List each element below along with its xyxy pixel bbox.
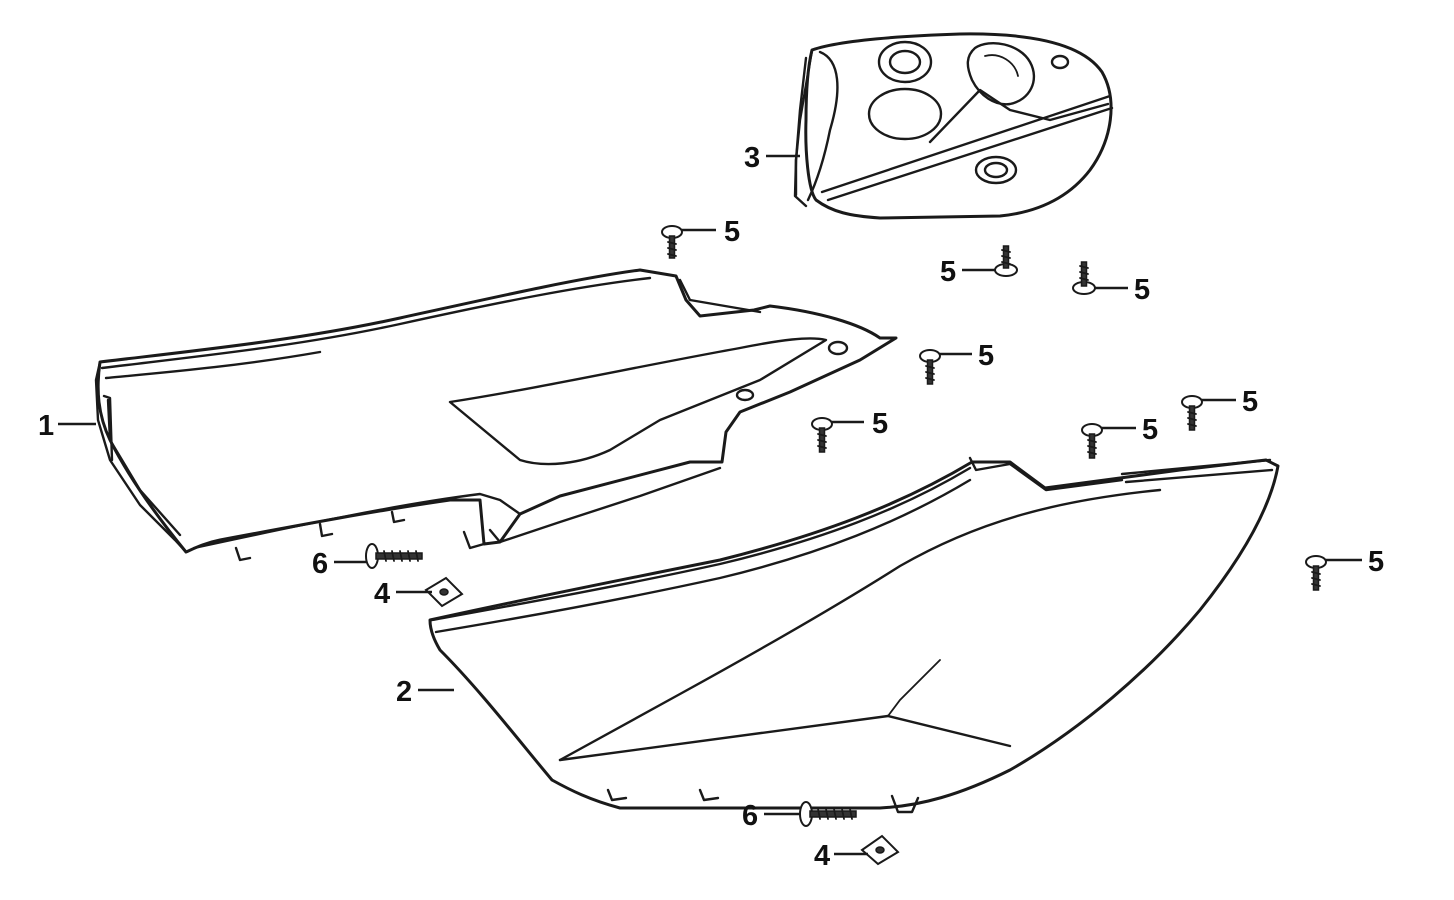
callout-5-f: 5	[1102, 414, 1158, 446]
callout-5-h: 5	[1326, 546, 1384, 578]
callout-number: 5	[978, 340, 994, 372]
callout-5-g: 5	[1202, 386, 1258, 418]
callout-6-a: 6	[312, 548, 366, 580]
screw-5-e	[811, 417, 833, 453]
callout-number: 6	[742, 800, 758, 832]
callout-5-a: 5	[682, 216, 740, 248]
callout-6-b: 6	[742, 800, 800, 832]
part-1-left-side-cover	[94, 268, 898, 562]
clip-nut-4-a	[424, 576, 464, 608]
callout-number: 4	[814, 840, 830, 872]
callout-2: 2	[396, 676, 454, 708]
part-2-right-side-cover	[428, 456, 1280, 814]
screw-5-a	[661, 225, 683, 259]
long-screw-6-a	[365, 543, 423, 569]
callout-5-e: 5	[832, 408, 888, 440]
screw-5-d	[919, 349, 941, 385]
screw-5-g	[1181, 395, 1203, 431]
callout-number: 2	[396, 676, 412, 708]
long-screw-6-b	[799, 801, 857, 827]
screw-5-f	[1081, 423, 1103, 459]
clip-nut-4-b	[860, 834, 900, 866]
callout-number: 5	[1368, 546, 1384, 578]
callout-number: 5	[724, 216, 740, 248]
callout-1: 1	[38, 410, 96, 442]
screw-5-b	[994, 245, 1018, 277]
callout-4-a: 4	[374, 578, 432, 610]
callout-5-d: 5	[940, 340, 994, 372]
callout-number: 6	[312, 548, 328, 580]
callout-3: 3	[744, 142, 800, 174]
callout-number: 1	[38, 410, 54, 442]
callout-number: 5	[940, 256, 956, 288]
callout-5-c: 5	[1094, 274, 1150, 306]
callout-number: 4	[374, 578, 390, 610]
part-3-rear-inner-cover	[793, 32, 1114, 220]
callout-number: 5	[1242, 386, 1258, 418]
callout-number: 3	[744, 142, 760, 174]
screw-5-h	[1305, 555, 1327, 591]
callout-number: 5	[1134, 274, 1150, 306]
callout-4-b: 4	[814, 840, 868, 872]
callout-number: 5	[1142, 414, 1158, 446]
callout-5-b: 5	[940, 256, 996, 288]
screw-5-c	[1072, 261, 1096, 295]
callout-number: 5	[872, 408, 888, 440]
